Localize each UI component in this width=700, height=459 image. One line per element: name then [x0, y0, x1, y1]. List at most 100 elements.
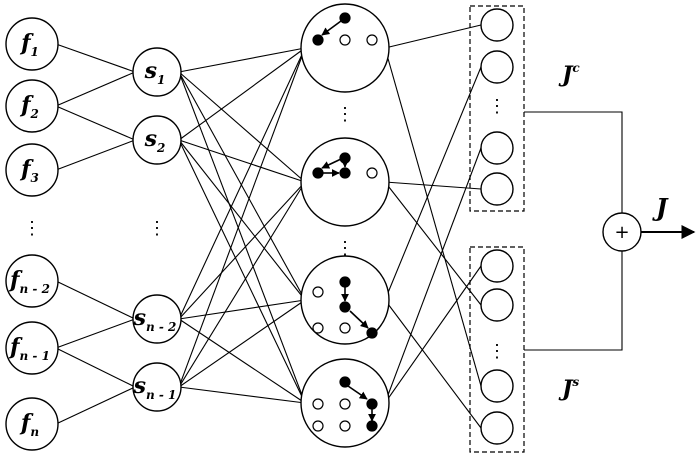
edge-s-cluster [178, 71, 306, 404]
s-node [132, 47, 182, 97]
output-label-c: Jc [558, 61, 580, 88]
edge-f-s [55, 71, 136, 107]
empty-dot [339, 322, 351, 334]
s-node [132, 115, 182, 165]
edge-cluster-output [384, 147, 482, 404]
output-neuron [480, 50, 514, 84]
output-neuron [480, 131, 514, 165]
edge-cluster-output [384, 299, 482, 429]
edge-cluster-output [384, 66, 482, 301]
s-node [132, 362, 182, 412]
filled-dot [339, 12, 351, 24]
output-neuron [480, 288, 514, 322]
edge-s-cluster [178, 386, 306, 404]
s-node-label-base: s [144, 126, 157, 152]
empty-dot [366, 34, 378, 46]
edge-s-cluster [178, 299, 306, 388]
edges-layer [55, 24, 482, 429]
s-node-label: sn - 2 [133, 305, 177, 334]
edge-s-cluster [178, 139, 306, 183]
edge-cluster-output [384, 24, 482, 49]
f-node-label: fn [19, 410, 39, 439]
filled-dot [366, 420, 378, 432]
edge-s-cluster [178, 139, 306, 301]
filled-dot [339, 152, 351, 164]
f-node-label-base: f [19, 92, 34, 118]
f-node [5, 254, 59, 308]
transition-arrow [321, 20, 342, 36]
f-node-label-base: f [8, 334, 23, 360]
transition-arrow [349, 310, 369, 329]
f-node-label-base: f [19, 156, 34, 182]
f-node-label-base: f [19, 410, 34, 436]
edge-s-cluster [178, 47, 306, 320]
filled-dot [339, 276, 351, 288]
combiner-line-s [524, 251, 623, 351]
f-node [5, 17, 59, 71]
f-node-label: f1 [19, 30, 39, 59]
edge-s-cluster [178, 181, 306, 388]
s-node-label-subscript: n - 2 [146, 320, 176, 334]
ellipsis-s: ⋮ [148, 218, 166, 239]
edge-s-cluster [178, 47, 306, 388]
f-node [5, 321, 59, 375]
empty-dot [339, 420, 351, 432]
edge-f-s [55, 105, 136, 141]
output-neuron [480, 8, 514, 42]
f-node-label-subscript: 1 [31, 45, 39, 59]
filled-dot [339, 376, 351, 388]
edge-cluster-output [384, 181, 482, 190]
filled-dot [339, 167, 351, 179]
empty-dot [339, 398, 351, 410]
f-node-label: f2 [19, 92, 39, 121]
f-node-label-subscript: 3 [31, 171, 39, 185]
sum-symbol: + [614, 222, 629, 243]
f-node-label: f3 [19, 156, 39, 185]
edge-cluster-output [384, 47, 482, 387]
edge-s-cluster [178, 181, 306, 320]
edge-s-cluster [178, 71, 306, 301]
f-node-label-base: f [8, 267, 23, 293]
output-neuron [480, 172, 514, 206]
transition-arrow [321, 158, 342, 169]
s-node-label-subscript: 2 [156, 141, 165, 155]
ellipsis-cluster-bottom: ⋮ [336, 238, 354, 259]
edge-cluster-output [384, 265, 482, 404]
filled-dot [312, 34, 324, 46]
edge-f-s [55, 386, 136, 425]
output-group-box-c [469, 5, 525, 212]
filled-dot [366, 398, 378, 410]
edge-f-s [55, 43, 136, 73]
f-node [5, 79, 59, 133]
s-node-label-base: s [133, 373, 146, 399]
result-label: J [652, 193, 669, 222]
empty-dot [312, 286, 324, 298]
output-label-s: Js [558, 375, 579, 402]
s-node [132, 294, 182, 344]
f-node-label-subscript: n [30, 425, 39, 439]
cluster-node [300, 137, 390, 227]
ellipsis-output-c: ⋮ [488, 96, 506, 117]
edge-s-cluster [178, 139, 306, 404]
s-node-label-base: s [133, 305, 146, 331]
empty-dot [366, 167, 378, 179]
f-node [5, 143, 59, 197]
f-node-label: fn - 1 [8, 334, 50, 363]
empty-dot [312, 420, 324, 432]
output-neuron [480, 249, 514, 283]
edge-cluster-output [384, 181, 482, 306]
ellipsis-f: ⋮ [23, 218, 41, 239]
s-node-label: s2 [144, 126, 166, 155]
edge-s-cluster [178, 299, 306, 320]
edge-s-cluster [178, 318, 306, 404]
f-node-label-subscript: n - 1 [20, 349, 50, 363]
s-node-label-subscript: 1 [157, 73, 165, 87]
f-node-label: fn - 2 [8, 267, 50, 296]
edge-f-s [55, 280, 136, 320]
s-node-label: sn - 1 [133, 373, 177, 402]
transition-arrow [347, 385, 368, 400]
output-neuron [480, 411, 514, 445]
s-node-label: s1 [144, 58, 166, 87]
combiner-line-c [524, 111, 623, 213]
